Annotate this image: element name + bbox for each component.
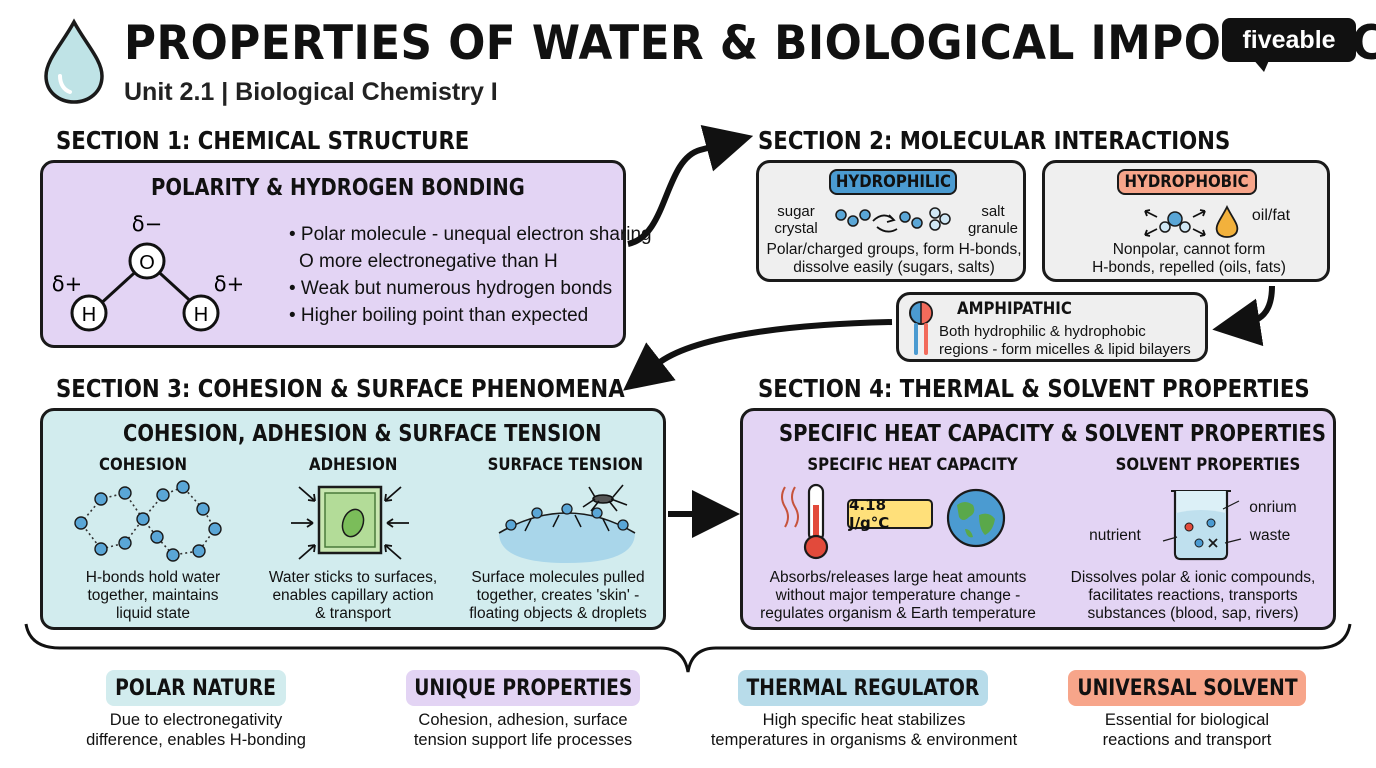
solvent-label-nutrient: nutrient xyxy=(1089,527,1141,544)
hydrogen-right-label: H xyxy=(194,304,208,326)
oxygen-label: O xyxy=(139,252,155,274)
solvent-label-waste: waste xyxy=(1249,527,1291,544)
thermal-card: SPECIFIC HEAT CAPACITY & SOLVENT PROPERT… xyxy=(740,408,1336,630)
adhesion-subheading: ADHESION xyxy=(309,455,398,475)
delta-minus-label: δ− xyxy=(132,212,162,236)
summary-universal-solvent-text: Essential for biological reactions and t… xyxy=(1102,711,1272,749)
adhesion-cell-icon xyxy=(291,485,409,560)
hydrophobic-description: Nonpolar, cannot form H-bonds, repelled … xyxy=(1092,241,1286,276)
section-3-title: SECTION 3: COHESION & SURFACE PHENOMENA xyxy=(56,374,625,403)
arrow-amphipathic-to-section3 xyxy=(623,319,893,391)
thermal-heading: SPECIFIC HEAT CAPACITY & SOLVENT PROPERT… xyxy=(779,421,1326,447)
surface-tension-subheading: SURFACE TENSION xyxy=(487,455,644,475)
cohesion-description: H-bonds hold water together, maintains l… xyxy=(85,569,221,622)
summary-unique-properties-text: Cohesion, adhesion, surface tension supp… xyxy=(413,711,633,749)
section-4-title: SECTION 4: THERMAL & SOLVENT PROPERTIES xyxy=(758,374,1310,403)
arrow-section1-to-section2 xyxy=(627,124,754,247)
specific-heat-description: Absorbs/releases large heat amounts with… xyxy=(760,569,1036,622)
water-strider-icon xyxy=(582,484,628,512)
summary-universal-solvent-tag: UNIVERSAL SOLVENT xyxy=(1068,670,1306,706)
delta-plus-left-label: δ+ xyxy=(52,272,82,296)
solvent-description: Dissolves polar & ionic compounds, facil… xyxy=(1070,569,1316,622)
oil-fat-label: oil/fat xyxy=(1251,207,1291,224)
cohesion-subheading: COHESION xyxy=(99,455,188,475)
cohesion-heading: COHESION, ADHESION & SURFACE TENSION xyxy=(123,421,602,447)
hydrophobic-molecule-icon xyxy=(1144,204,1239,238)
bullet-item: • Weak but numerous hydrogen bonds xyxy=(289,278,613,299)
arrow-hydrophobic-to-amphipathic xyxy=(1212,285,1275,347)
polarity-card: POLARITY & HYDROGEN BONDING O H H δ− δ+ … xyxy=(40,160,652,348)
sugar-crystal-label: sugar crystal xyxy=(774,203,818,237)
delta-plus-right-label: δ+ xyxy=(214,272,244,296)
specific-heat-subheading: SPECIFIC HEAT CAPACITY xyxy=(807,455,1018,475)
specific-heat-value-badge: 4.18 J/g°C xyxy=(847,496,933,532)
solvent-label-top: onrium xyxy=(1249,499,1297,516)
hydrophilic-card: HYDROPHILIC sugar crystal salt granule P… xyxy=(756,160,1026,282)
surface-tension-icon xyxy=(498,484,636,563)
salt-granule-label: salt granule xyxy=(967,203,1019,237)
earth-globe-icon xyxy=(946,488,1006,548)
solvent-subheading: SOLVENT PROPERTIES xyxy=(1115,455,1301,475)
hydrophilic-pill: HYDROPHILIC xyxy=(829,169,957,195)
bullet-item: O more electronegative than H xyxy=(299,251,558,272)
page-subtitle: Unit 2.1 | Biological Chemistry I xyxy=(124,78,498,106)
hydrophilic-molecules-icon xyxy=(835,207,951,233)
bullet-item: • Higher boiling point than expected xyxy=(289,305,589,326)
bullet-item: • Polar molecule - unequal electron shar… xyxy=(289,224,652,245)
polarity-heading: POLARITY & HYDROGEN BONDING xyxy=(151,175,525,201)
summary-brace xyxy=(24,623,1352,673)
hydrophobic-pill: HYDROPHOBIC xyxy=(1117,169,1257,195)
beaker-icon xyxy=(1162,490,1242,561)
thermometer-icon xyxy=(781,483,829,560)
water-drop-icon xyxy=(44,18,104,104)
cohesion-network-icon xyxy=(74,480,222,562)
phospholipid-icon xyxy=(909,301,933,355)
summary-thermal-regulator-text: High specific heat stabilizes temperatur… xyxy=(710,711,1018,749)
section-1-title: SECTION 1: CHEMICAL STRUCTURE xyxy=(56,126,470,155)
hydrogen-left-label: H xyxy=(82,304,96,326)
amphipathic-heading: AMPHIPATHIC xyxy=(957,299,1072,319)
polarity-bullets: • Polar molecule - unequal electron shar… xyxy=(289,221,652,329)
summary-thermal-regulator-tag: THERMAL REGULATOR xyxy=(738,670,988,706)
page-title: PROPERTIES OF WATER & BIOLOGICAL IMPORTA… xyxy=(124,16,1376,71)
fiveable-logo[interactable]: fiveable xyxy=(1222,18,1356,62)
water-molecule-icon: O H H δ− δ+ δ+ xyxy=(52,212,244,332)
hydrophilic-description: Polar/charged groups, form H-bonds, diss… xyxy=(766,241,1022,276)
surface-tension-description: Surface molecules pulled together, creat… xyxy=(469,569,647,622)
amphipathic-description: Both hydrophilic & hydrophobic regions -… xyxy=(939,323,1191,358)
logo-tail xyxy=(1252,58,1270,72)
hydrophobic-card: HYDROPHOBIC oil/fat Nonpolar, cannot for… xyxy=(1042,160,1330,282)
section-2-title: SECTION 2: MOLECULAR INTERACTIONS xyxy=(758,126,1231,155)
summary-unique-properties-tag: UNIQUE PROPERTIES xyxy=(406,670,640,706)
adhesion-description: Water sticks to surfaces, enables capill… xyxy=(268,569,438,622)
summary-polar-nature-text: Due to electronegativity difference, ena… xyxy=(86,711,306,749)
summary-polar-nature-tag: POLAR NATURE xyxy=(106,670,286,706)
amphipathic-card: AMPHIPATHIC Both hydrophilic & hydrophob… xyxy=(896,292,1208,362)
cohesion-card: COHESION, ADHESION & SURFACE TENSION COH… xyxy=(40,408,666,630)
